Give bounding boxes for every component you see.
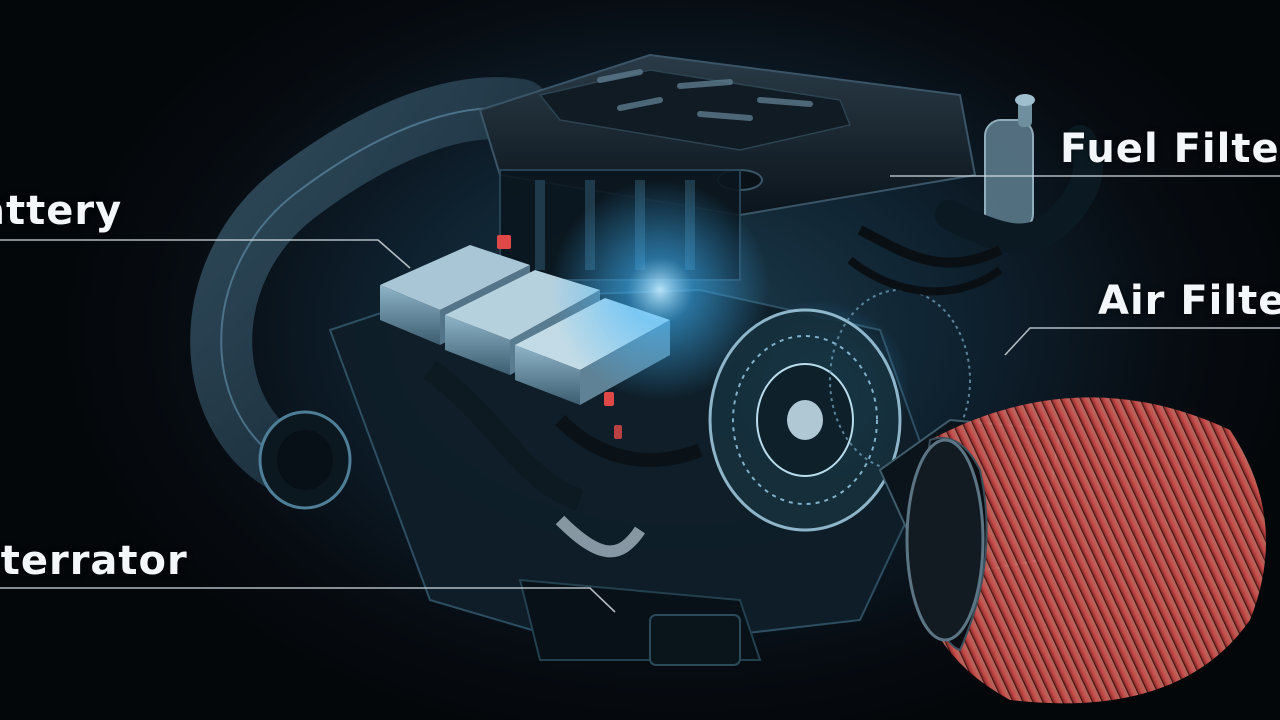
alternator-unit [708, 289, 971, 532]
battery-leader-line [0, 239, 411, 269]
battery-label: attery [0, 188, 123, 234]
alternator-leader-line [0, 587, 616, 613]
air-filter-label: Air Filte [1098, 278, 1280, 324]
fuel-filter-label: Fuel Filte [1060, 126, 1280, 172]
air-filter-element [878, 397, 1266, 704]
highlight-glow [550, 180, 770, 400]
fuel-filter-canister [984, 94, 1035, 231]
air-filter-leader-line [1004, 327, 1280, 356]
alternator-label: lterrator [0, 538, 188, 584]
